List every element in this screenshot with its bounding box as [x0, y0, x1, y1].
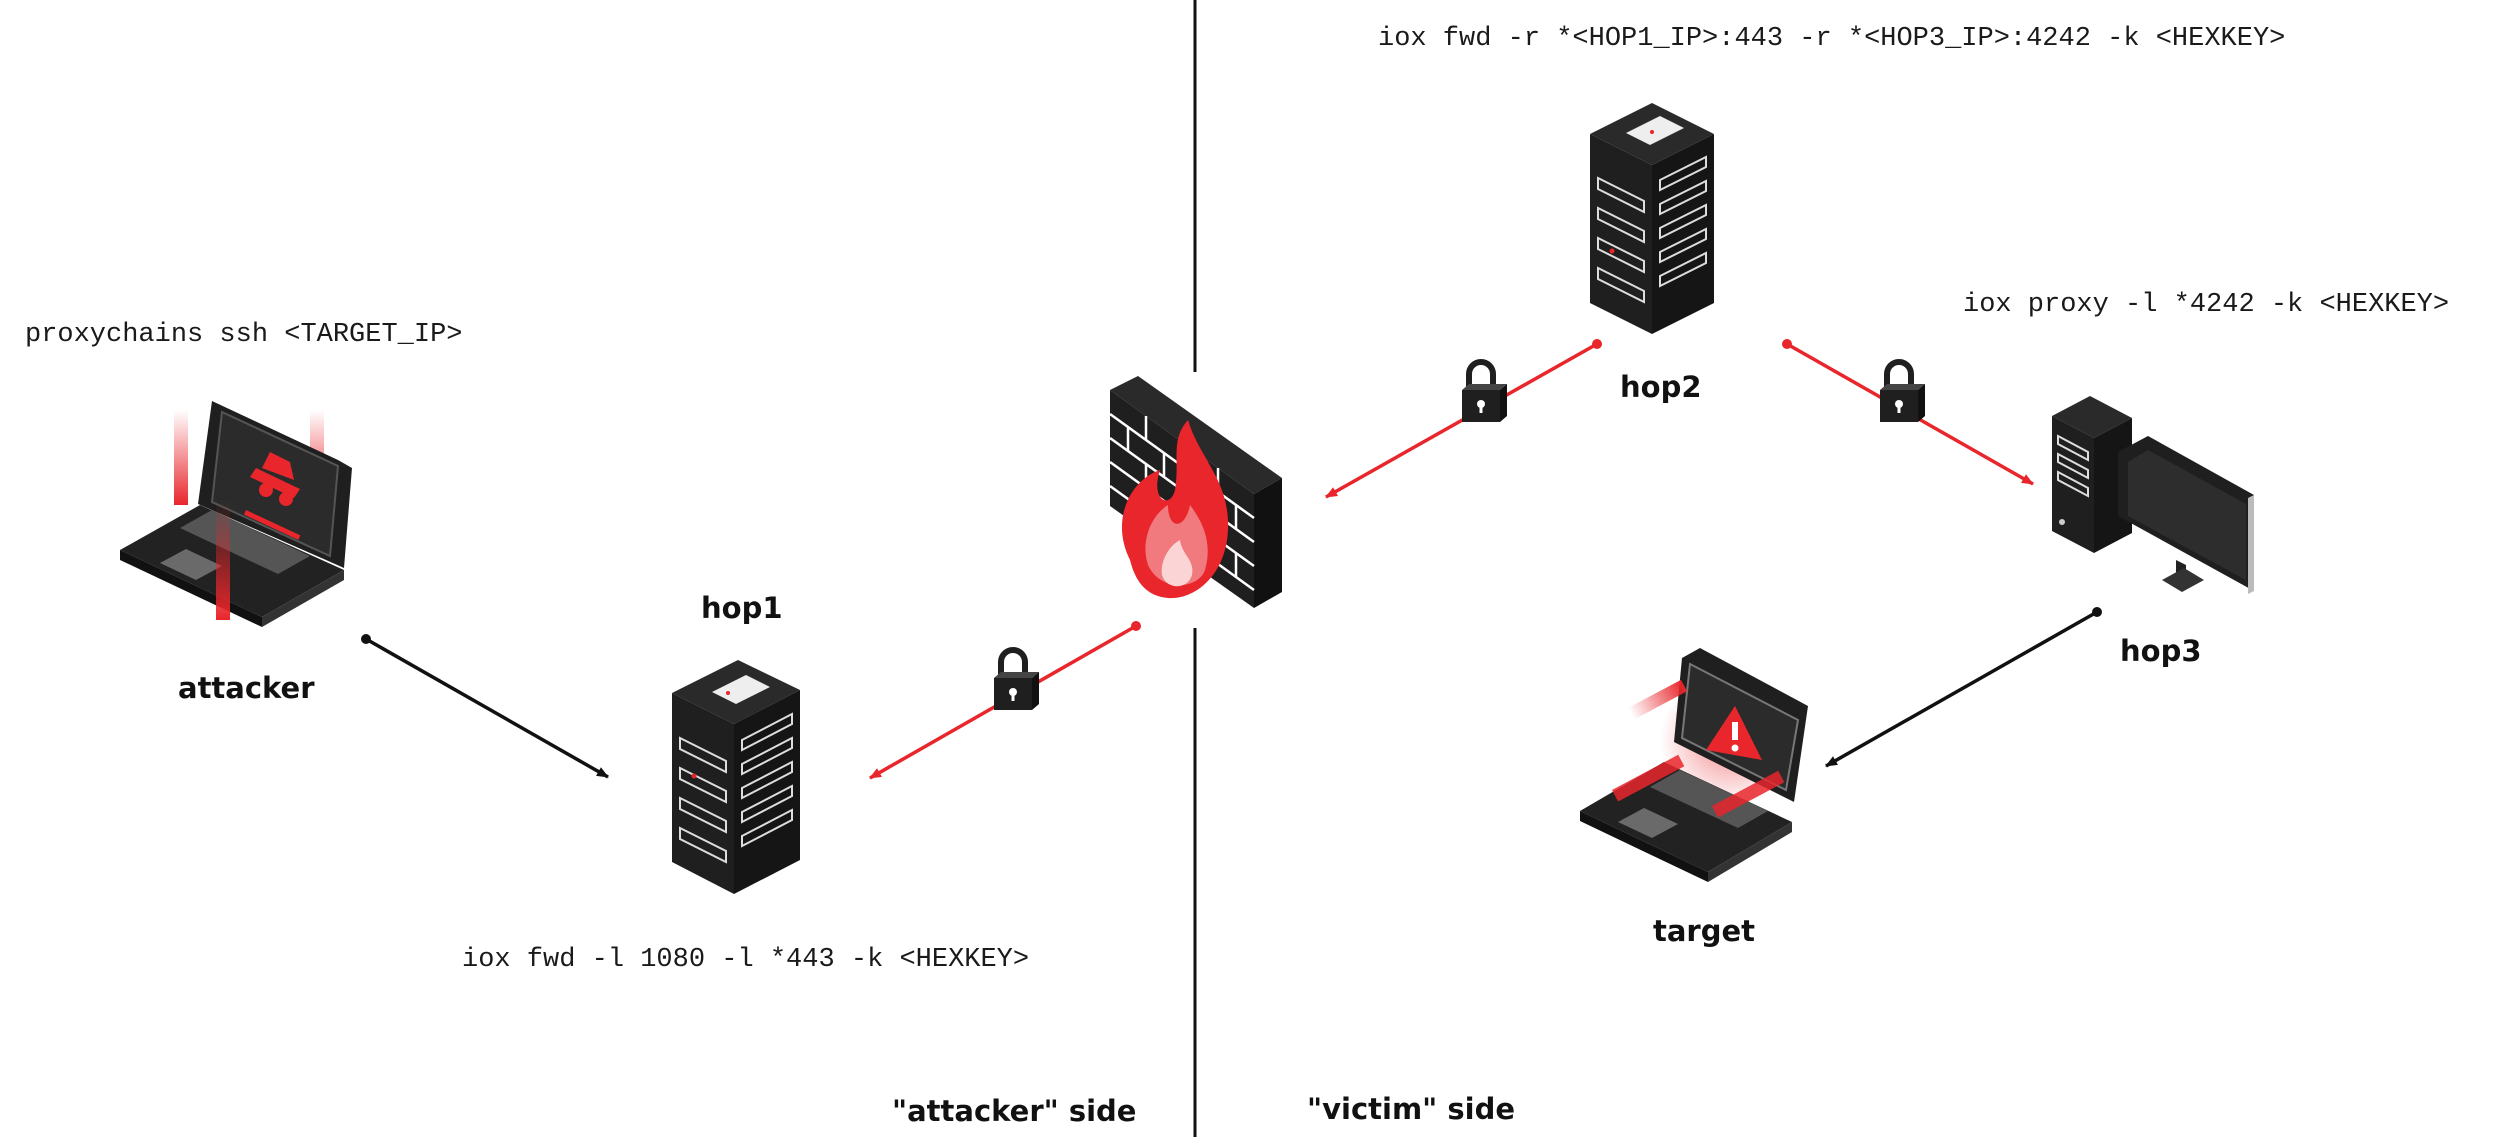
link-hop3-target	[1825, 607, 2102, 768]
lock-icon	[994, 647, 1039, 710]
target-label: target	[1653, 914, 1756, 948]
attacker-command: proxychains ssh <TARGET_IP>	[25, 320, 463, 350]
hop1-label: hop1	[701, 591, 783, 625]
server-icon	[672, 660, 800, 894]
victim-side-label: "victim" side	[1307, 1092, 1515, 1126]
hop2-label: hop2	[1620, 370, 1702, 404]
lock-icon	[1880, 359, 1925, 422]
hop3-command: iox proxy -l *4242 -k <HEXKEY>	[1963, 290, 2450, 320]
hop2-command: iox fwd -r *<HOP1_IP>:443 -r *<HOP3_IP>:…	[1378, 24, 2286, 54]
lock-icon	[1462, 359, 1507, 422]
laptop-alert-icon	[1580, 648, 1808, 882]
firewall-icon	[1109, 376, 1282, 608]
attacker-label: attacker	[178, 671, 315, 705]
attacker-side-label: "attacker" side	[892, 1094, 1137, 1128]
link-hop2-firewall	[1325, 339, 1602, 499]
hop3-label: hop3	[2120, 634, 2202, 668]
laptop-hacker-icon	[120, 401, 352, 627]
server-icon	[1590, 103, 1714, 334]
desktop-computer-icon	[2052, 396, 2254, 594]
link-attacker-hop1	[361, 634, 609, 779]
hop1-command: iox fwd -l 1080 -l *443 -k <HEXKEY>	[462, 945, 1030, 975]
